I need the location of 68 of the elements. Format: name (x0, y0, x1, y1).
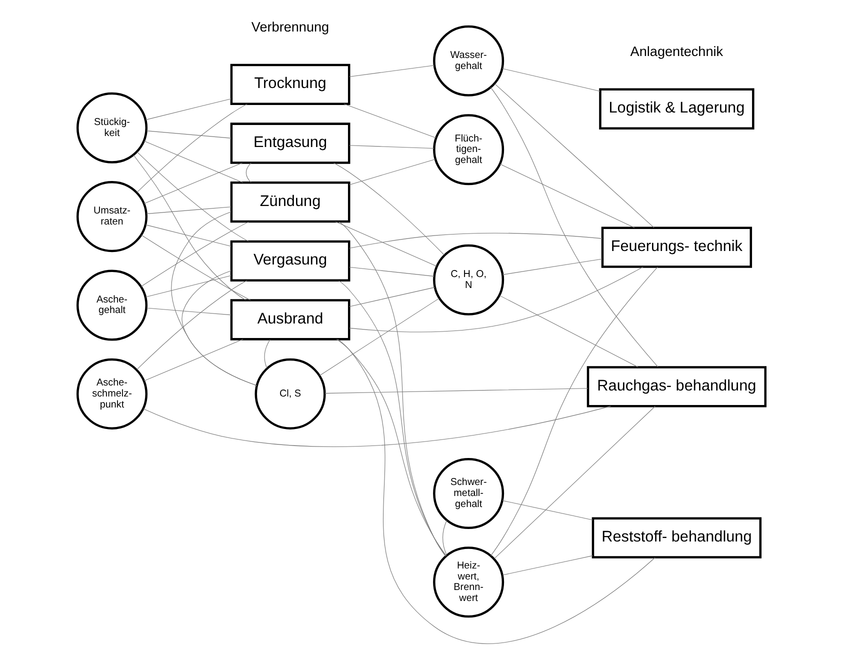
connector (333, 162, 445, 256)
connector (133, 154, 246, 300)
label: Verbrennung (251, 20, 330, 35)
connector (335, 221, 437, 267)
connector (490, 87, 658, 368)
node-box: Feuerungs- technik (601, 226, 752, 268)
connector (349, 266, 644, 332)
connector (348, 287, 436, 307)
connector (144, 338, 244, 382)
connector (182, 270, 258, 386)
node-box: Entgasung (230, 122, 350, 164)
connector (319, 298, 440, 376)
connector (502, 555, 593, 576)
connector (348, 158, 436, 186)
connector (348, 65, 435, 77)
connector (246, 162, 252, 183)
node-box: Vergasung (230, 240, 350, 282)
connector (348, 266, 435, 277)
connector (494, 406, 656, 559)
connector (144, 140, 244, 183)
node-box: Reststoff- behandlung (592, 517, 762, 558)
connector (494, 84, 654, 228)
connector (502, 500, 593, 520)
connector (324, 388, 588, 394)
connector (146, 130, 232, 138)
connector (264, 339, 270, 369)
node-box: Logistik & Lagerung (599, 88, 754, 130)
connector (499, 295, 638, 368)
connector (336, 338, 447, 556)
connector (490, 266, 658, 556)
connector (141, 234, 251, 300)
node-circle: Flüch- tigen- gehalt (433, 114, 504, 186)
connector (337, 338, 656, 644)
node-circle: Asche- gehalt (76, 270, 148, 341)
node-box: Rauchgas- behandlung (586, 366, 766, 408)
connector (500, 164, 635, 228)
node-box: Zündung (230, 182, 350, 223)
connector (442, 520, 448, 556)
connector (145, 98, 232, 120)
node-box: Trocknung (230, 64, 350, 106)
connector (136, 152, 249, 242)
connector (348, 145, 434, 149)
connector (136, 280, 248, 370)
node-circle: Schwer- metall- gehalt (433, 458, 504, 529)
node-circle: Umsatz- raten (76, 181, 148, 252)
connector (502, 68, 600, 92)
connector (338, 280, 446, 556)
connector (146, 206, 232, 214)
node-circle: Heiz- wert, Brenn- wert (433, 546, 504, 618)
label: Anlagentechnik (630, 44, 724, 59)
node-box: Ausbrand (230, 299, 350, 340)
connector (349, 232, 603, 248)
node-circle: Wasser- gehalt (433, 25, 504, 96)
connector (144, 162, 243, 204)
connector (344, 104, 436, 138)
connector (145, 224, 232, 247)
connector (502, 258, 602, 275)
node-circle: C, H, O, N (433, 244, 504, 316)
connector (146, 308, 232, 316)
connector (142, 406, 611, 448)
node-circle: Asche- schmelz- punkt (76, 358, 148, 430)
connector (171, 211, 258, 386)
connector (338, 221, 446, 557)
connector (140, 221, 250, 287)
node-circle: Cl, S (254, 358, 326, 430)
connector (136, 104, 248, 193)
connector (145, 275, 232, 298)
node-circle: Stückig- keit (76, 92, 148, 164)
